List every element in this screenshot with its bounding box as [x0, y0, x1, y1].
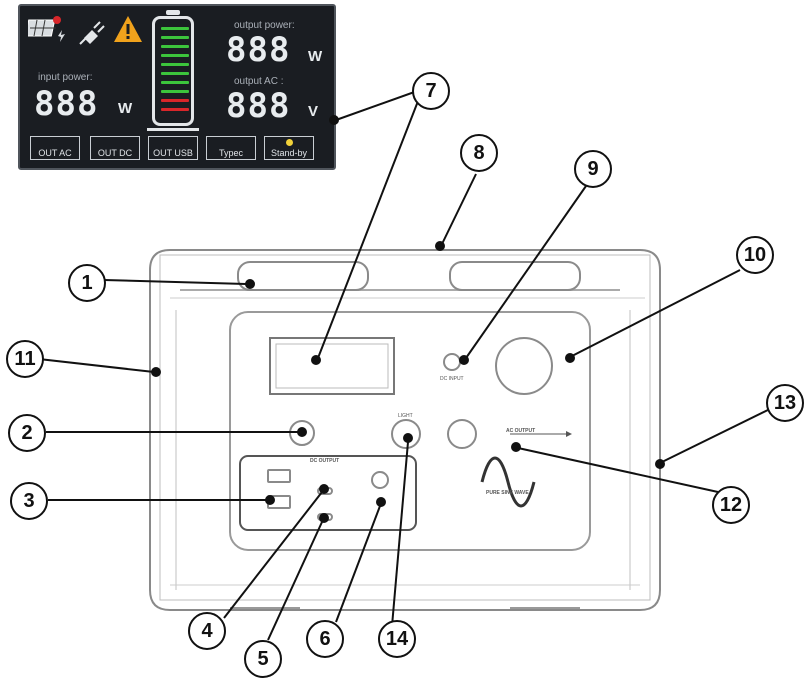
ac-plug-icon	[79, 21, 105, 45]
battery-bar	[161, 81, 189, 84]
light-label: LIGHT	[398, 413, 413, 419]
callout-2: 2	[8, 414, 46, 452]
left-handle-slot	[237, 261, 369, 291]
battery-bar	[161, 45, 189, 48]
callout-8: 8	[460, 134, 498, 172]
out-usb-indicator: OUT USB	[148, 136, 198, 160]
solar-panel-icon	[28, 16, 65, 42]
battery-bar	[161, 36, 189, 39]
callout-6: 6	[306, 620, 344, 658]
callout-5: 5	[244, 640, 282, 678]
callout-14: 14	[378, 620, 416, 658]
sine-wave-symbol	[480, 456, 536, 508]
output-power-label: output power:	[234, 20, 295, 31]
battery-level-gauge	[152, 10, 194, 126]
output-ac-label: output AC :	[234, 76, 284, 87]
callout-9: 9	[574, 150, 612, 188]
input-power-label: input power:	[38, 72, 93, 83]
lcd-display-panel: input power: 888 W output power: 888 W o…	[18, 4, 336, 170]
output-ac-readout: 888	[226, 86, 291, 126]
out-dc-indicator: OUT DC	[90, 136, 140, 160]
typec-indicator: Typec	[206, 136, 256, 160]
battery-bar	[161, 99, 189, 102]
ac-output-label: AC OUTPUT	[506, 428, 536, 434]
lcd-window	[269, 337, 395, 395]
warning-triangle-icon	[114, 16, 142, 42]
device-body-outline	[149, 249, 661, 611]
standby-indicator: Stand-by	[264, 136, 314, 160]
input-power-readout: 888	[34, 84, 99, 124]
battery-bar	[161, 54, 189, 57]
callout-1: 1	[68, 264, 106, 302]
right-handle-slot	[449, 261, 581, 291]
dc-input-label: DC INPUT	[440, 376, 464, 382]
dc-output-box	[239, 455, 417, 531]
dc-output-label: DC OUTPUT	[310, 458, 340, 464]
battery-bar	[161, 63, 189, 66]
ac-socket	[495, 337, 553, 395]
light-button	[391, 419, 421, 449]
pure-sine-wave-label: PURE SINE WAVE	[486, 490, 529, 496]
battery-bar	[161, 108, 189, 111]
callout-7: 7	[412, 72, 450, 110]
standby-light-icon	[286, 139, 293, 146]
battery-base	[147, 128, 199, 131]
output-power-readout: 888	[226, 30, 291, 70]
callout-11: 11	[6, 340, 44, 378]
ac-output-button	[447, 419, 477, 449]
battery-bar	[161, 72, 189, 75]
out-ac-indicator: OUT AC	[30, 136, 80, 160]
callout-4: 4	[188, 612, 226, 650]
output-ac-unit: V	[308, 103, 319, 120]
callout-12: 12	[712, 486, 750, 524]
battery-bar	[161, 90, 189, 93]
callout-13: 13	[766, 384, 804, 422]
callout-3: 3	[10, 482, 48, 520]
battery-bar	[161, 27, 189, 30]
input-power-unit: W	[118, 100, 133, 117]
output-power-unit: W	[308, 48, 323, 65]
callout-10: 10	[736, 236, 774, 274]
